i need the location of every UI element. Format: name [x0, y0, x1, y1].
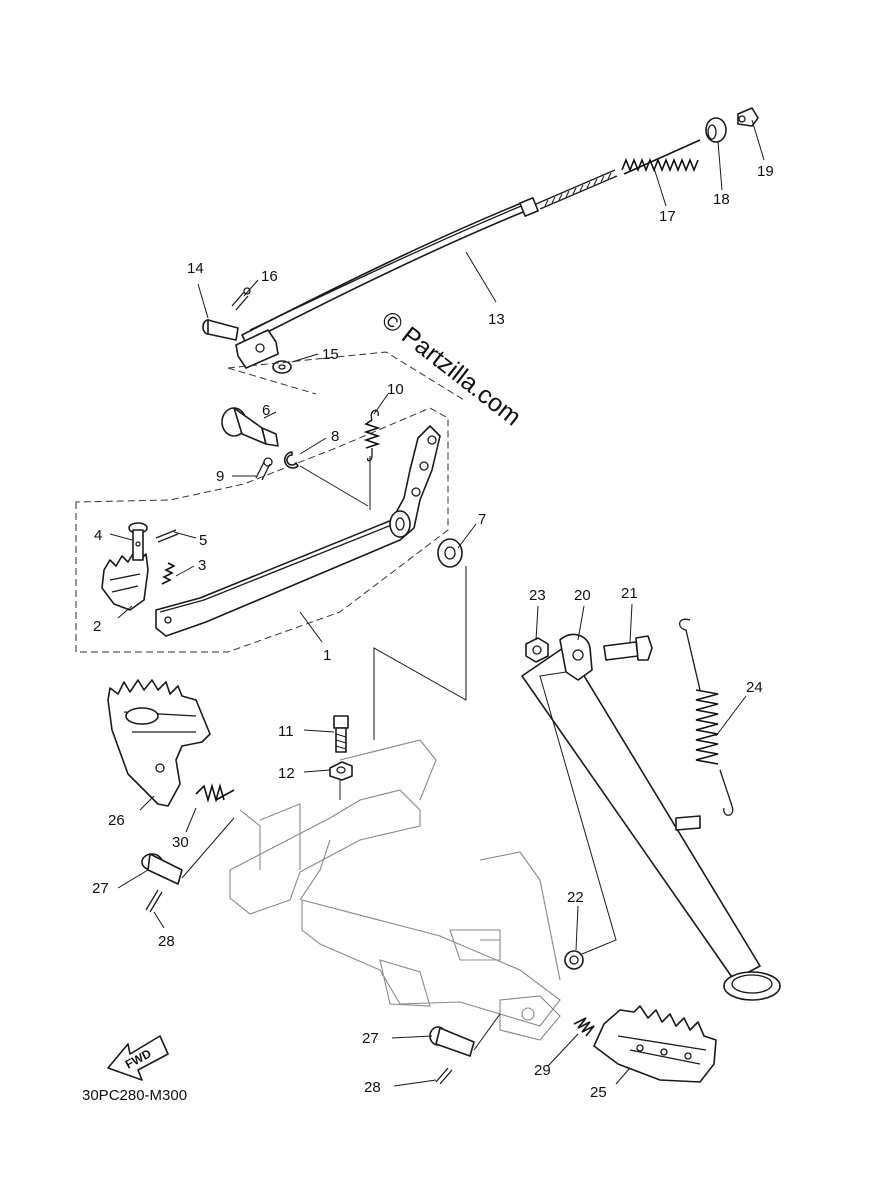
cotter-pin-16: [231, 287, 251, 311]
callout-6: 6: [262, 402, 270, 419]
footrest-26: [107, 679, 211, 807]
collar-18: [705, 117, 727, 143]
callout-19: 19: [757, 163, 774, 180]
callout-27-left: 27: [92, 880, 109, 897]
collar-22: [564, 950, 584, 970]
callout-13: 13: [488, 311, 505, 328]
callout-4: 4: [94, 527, 102, 544]
callout-15: 15: [322, 346, 339, 363]
callout-11: 11: [278, 723, 294, 740]
circlip-8: [283, 451, 299, 469]
callout-23: 23: [529, 587, 546, 604]
bolt-11: [333, 715, 349, 753]
clevis-pin-14: [202, 319, 239, 341]
callout-22: 22: [567, 889, 584, 906]
callout-10: 10: [387, 381, 404, 398]
sidestand-20: [521, 633, 781, 1001]
nut-12: [329, 761, 353, 781]
spring-30: [195, 783, 235, 803]
cotter-28-right: [435, 1067, 453, 1085]
sidestand-spring-24: [675, 618, 734, 831]
washer-15: [272, 360, 292, 374]
callout-2: 2: [93, 618, 101, 635]
callout-14: 14: [187, 260, 204, 277]
callout-25: 25: [590, 1084, 607, 1101]
leader-lines: [109, 119, 765, 1087]
callout-28-right: 28: [364, 1079, 381, 1096]
diagram-code: 30PC280-M300: [82, 1087, 188, 1104]
callout-18: 18: [713, 191, 730, 208]
pin-4: [128, 522, 148, 561]
cotter-pin-5: [155, 529, 179, 543]
callout-numbers: 1 2 3 4 5 6 7 8 9 10 11 12 13 14 15 16 1…: [92, 163, 774, 1101]
footrest-25: [593, 1005, 717, 1083]
return-spring-10: [363, 409, 381, 462]
tension-spring-17: [621, 139, 701, 175]
brake-pedal-arm: [155, 425, 441, 637]
callout-21: 21: [621, 585, 638, 602]
brake-cable: [241, 169, 618, 344]
callout-27-right: 27: [362, 1030, 379, 1047]
callout-12: 12: [278, 765, 295, 782]
callout-1: 1: [323, 647, 331, 664]
fwd-arrow-icon: FWD: [107, 1035, 169, 1081]
spring-3: [161, 562, 176, 585]
callout-8: 8: [331, 428, 339, 445]
callout-20: 20: [574, 587, 591, 604]
callout-16: 16: [261, 268, 278, 285]
nut-23: [525, 637, 549, 663]
frame-ghost: [229, 739, 561, 1041]
callout-28-left: 28: [158, 933, 175, 950]
bolt-21: [603, 635, 653, 661]
callout-3: 3: [198, 557, 206, 574]
callout-5: 5: [199, 532, 207, 549]
callout-24: 24: [746, 679, 763, 696]
pin-27-left: [141, 853, 183, 885]
pin-27-right: [429, 1026, 475, 1057]
spring-29: [573, 1017, 595, 1037]
callout-26: 26: [108, 812, 125, 829]
washer-7: [437, 538, 463, 568]
cable-end-clevis: [235, 329, 279, 369]
callout-7: 7: [478, 511, 486, 528]
callout-30: 30: [172, 834, 189, 851]
brake-pedal-assembly-outline: [75, 407, 449, 653]
adjust-nut-19: [737, 107, 759, 127]
callout-9: 9: [216, 468, 224, 485]
callout-17: 17: [659, 208, 676, 225]
pivot-shaft-6: [221, 407, 279, 447]
cotter-pin-9: [255, 457, 273, 481]
cotter-28-left: [145, 889, 163, 913]
callout-29: 29: [534, 1062, 551, 1079]
